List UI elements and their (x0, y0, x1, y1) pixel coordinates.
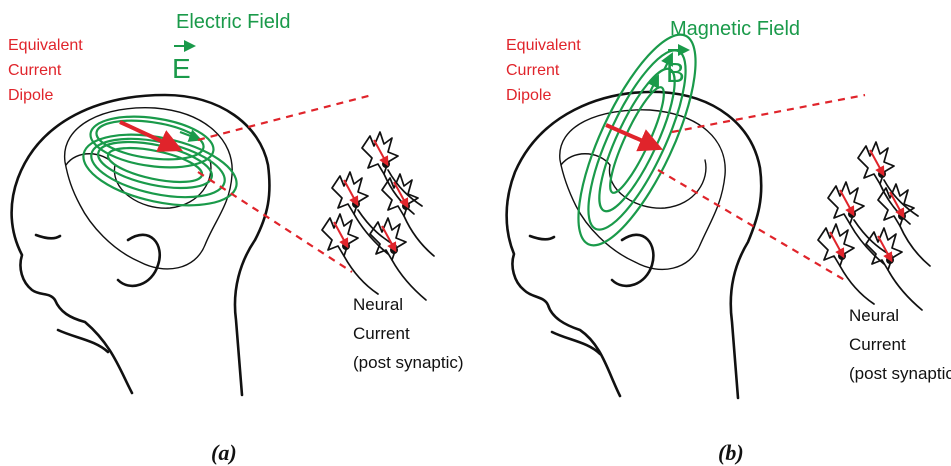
ear-a (118, 235, 160, 286)
projection-line-b-bottom (658, 170, 848, 282)
caption-b: (b) (718, 440, 744, 465)
dipole-label-b: Equivalent Current Dipole (506, 37, 585, 104)
panel-b: Equivalent Current Dipole Magnetic Field… (506, 18, 951, 465)
projection-line-a-top (198, 95, 372, 140)
neural-label-a: Neural Current (post synaptic) (353, 295, 464, 372)
brain-outline-a (65, 108, 233, 269)
field-symbol-e: E (172, 53, 191, 84)
field-label-a: Electric Field (176, 11, 290, 33)
neuron-cluster-a (322, 132, 434, 300)
projection-line-a-bottom (198, 172, 352, 272)
field-symbol-b: B (666, 57, 685, 88)
caption-a: (a) (211, 440, 237, 465)
electric-field-lines (77, 110, 243, 218)
neuron-cluster-b (818, 142, 930, 310)
neural-label-b: Neural Current (post synaptic) (849, 306, 951, 383)
dipole-label-a: Equivalent Current Dipole (8, 37, 87, 104)
panel-a: Equivalent Current Dipole Electric Field… (8, 11, 464, 465)
field-label-b: Magnetic Field (670, 18, 800, 40)
